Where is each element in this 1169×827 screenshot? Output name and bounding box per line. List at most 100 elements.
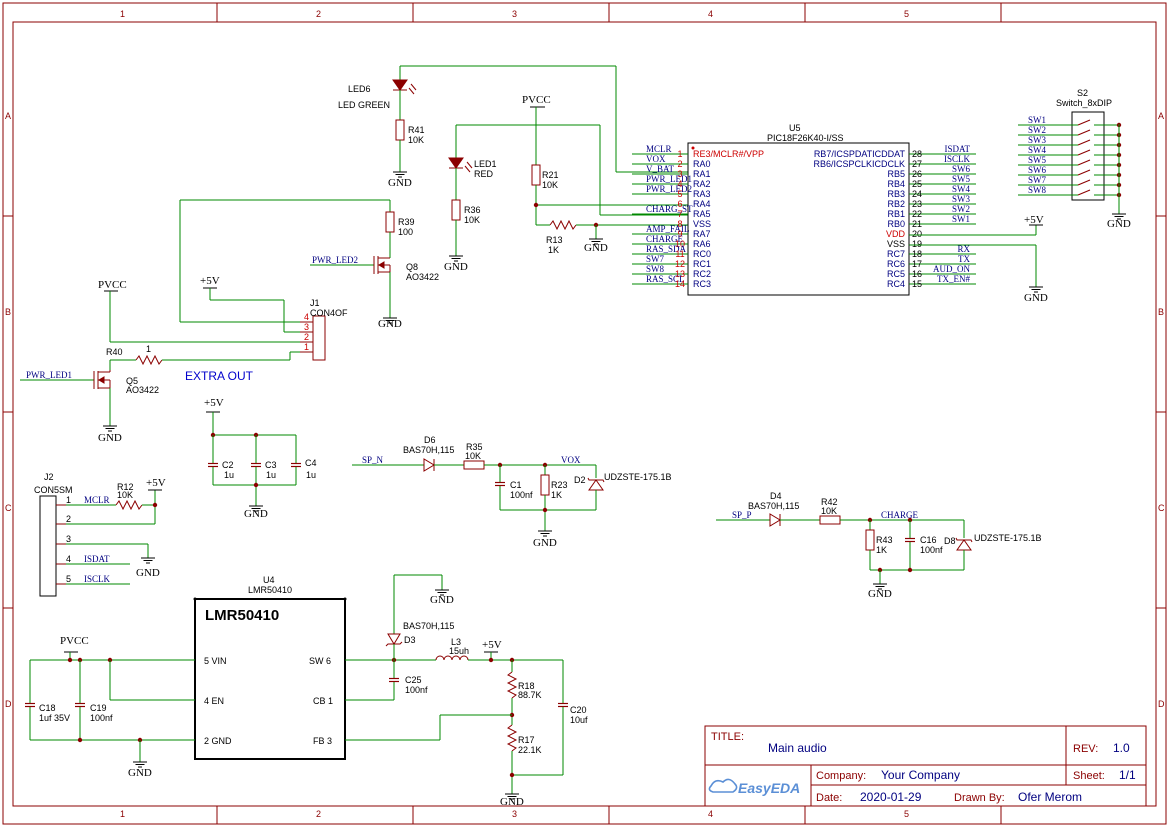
u5-right-net: SW3 — [952, 194, 971, 204]
q5-group[interactable]: PVCC R40 1 Q5 AO3422 PWR_LED1 EXTRA OUT … — [20, 279, 300, 444]
u5-right-pin-name: RB3 — [887, 189, 905, 199]
company-value: Your Company — [881, 768, 960, 782]
rev-label: REV: — [1073, 743, 1098, 755]
r40-ref: R40 — [106, 347, 123, 357]
decoupling-caps-c2-c4[interactable]: +5V C2 1u C3 1u C4 1u GND — [204, 397, 317, 520]
gnd-label-caps: GND — [244, 508, 268, 520]
pvcc-label-q5: PVCC — [98, 279, 127, 291]
r39-value: 100 — [398, 227, 413, 237]
u5-left-pin-num: 10 — [675, 239, 685, 249]
r23-value: 1K — [551, 490, 562, 500]
s2-dip-switch[interactable]: S2 Switch_8xDIP SW1SW2SW3SW4SW5SW6SW7SW8… — [1018, 88, 1131, 230]
u5-left-net: AMP_FAIL — [646, 224, 689, 234]
u5-left-pin-name: RC0 — [693, 249, 711, 259]
s2-net-label: SW8 — [1028, 185, 1047, 195]
u4-pin-gnd: 2 GND — [204, 736, 232, 746]
zone-col-2: 2 — [316, 9, 321, 19]
d2-ref: D2 — [574, 475, 586, 485]
zone-row-a-right: A — [1158, 111, 1164, 121]
net-charge: CHARGE — [881, 510, 919, 520]
r21-value: 10K — [542, 180, 558, 190]
u5-left-pin-num: 11 — [675, 249, 684, 259]
c19-value: 100nf — [90, 713, 113, 723]
s2-net-label: SW2 — [1028, 125, 1046, 135]
u5-left-pin-name: RC3 — [693, 279, 711, 289]
d6-ref: D6 — [424, 435, 436, 445]
title-value: Main audio — [768, 741, 827, 755]
j1-value: CON4OF — [310, 308, 348, 318]
c1-ref: C1 — [510, 480, 522, 490]
gnd-label-u4: GND — [128, 767, 152, 779]
c4-value: 1u — [306, 470, 316, 480]
r12-ref: R12 — [117, 482, 134, 492]
u5-right-net: AUD_ON — [933, 264, 970, 274]
u5-right-pin-num: 20 — [912, 229, 922, 239]
u4-ref: U4 — [263, 575, 275, 585]
r21-ref: R21 — [542, 170, 559, 180]
q8-group[interactable]: R39 100 Q8 AO3422 PWR_LED2 GND — [179, 199, 439, 330]
u4-buck-regulator[interactable]: U4 LMR50410 LMR50410 5 VIN 4 EN 2 GND SW… — [193, 575, 347, 760]
gnd-label-sp-n: GND — [533, 537, 557, 549]
c20-value: 10uf — [570, 715, 588, 725]
r17-ref: R17 — [518, 735, 535, 745]
r21-r13-group[interactable]: PVCC R21 10K R13 1K GND — [522, 94, 688, 255]
sp-p-detector[interactable]: SP_P D4 BAS70H,115 R42 10K CHARGE R43 1K… — [716, 491, 1042, 600]
d4-ref: D4 — [770, 491, 782, 501]
c3-value: 1u — [266, 470, 276, 480]
c25-ref: C25 — [405, 675, 422, 685]
j1-connector[interactable]: 4 3 2 1 J1 CON4OF — [300, 298, 348, 361]
zone-col-2-bottom: 2 — [316, 809, 321, 819]
s2-net-label: SW7 — [1028, 175, 1047, 185]
gnd-label-r13: GND — [584, 242, 608, 254]
r43-value: 1K — [876, 545, 887, 555]
u5-right-pin-name: VSS — [887, 239, 905, 249]
u5-right-pin-num: 16 — [912, 269, 922, 279]
title-label: TITLE: — [711, 731, 744, 743]
led1-group[interactable]: LED1 RED R36 10K GND — [444, 124, 688, 273]
u5-right-net: ISCLK — [944, 154, 971, 164]
zone-row-d-right: D — [1158, 699, 1165, 709]
u4-value: LMR50410 — [248, 585, 292, 595]
zone-col-3: 3 — [512, 9, 517, 19]
u5-left-pin-name: RA2 — [693, 179, 711, 189]
r23-ref: R23 — [551, 480, 568, 490]
u5-right-pin-name: RC7 — [887, 249, 905, 259]
u5-left-pin-num: 9 — [677, 229, 682, 239]
zone-row-d: D — [5, 699, 12, 709]
easyeda-logo-text: EasyEDA — [738, 780, 800, 796]
j2-value: CON5SM — [34, 485, 73, 495]
u5-right-pin-name: RB4 — [887, 179, 905, 189]
u5-left-net: CHARGE — [646, 234, 684, 244]
u5-left-pin-num: 6 — [677, 199, 682, 209]
u5-right-net: ISDAT — [944, 144, 970, 154]
u5-right-pin-name: RC5 — [887, 269, 905, 279]
u5-right-pin-num: 23 — [912, 199, 922, 209]
j1-pin-4: 4 — [304, 312, 309, 322]
s2-ref: S2 — [1077, 88, 1088, 98]
u4-pin-vin: 5 VIN — [204, 656, 227, 666]
sp-n-detector[interactable]: SP_N D6 BAS70H,115 R35 10K VOX C1 100nf … — [352, 435, 672, 549]
u4-input-network[interactable]: PVCC C18 1uf 35V C19 100nf GND — [24, 635, 195, 779]
led6-group[interactable]: LED6 LED GREEN R41 10K GND — [338, 65, 688, 189]
r42-value: 10K — [821, 506, 837, 516]
net-sp-p: SP_P — [732, 510, 752, 520]
date-label: Date: — [816, 792, 842, 804]
zone-row-b-right: B — [1158, 307, 1164, 317]
r41-ref: R41 — [408, 125, 425, 135]
u5-right-pin-name: RB5 — [887, 169, 905, 179]
u5-left-pin-name: RA3 — [693, 189, 711, 199]
s2-net-label: SW4 — [1028, 145, 1047, 155]
q5-ref: Q5 — [126, 376, 138, 386]
u5-right-pin-num: 18 — [912, 249, 922, 259]
s2-value: Switch_8xDIP — [1056, 98, 1112, 108]
u4-big-label: LMR50410 — [205, 607, 279, 624]
u5-left-pin-num: 4 — [677, 179, 682, 189]
u5-right-pin-num: 22 — [912, 209, 922, 219]
u5-left-net: CHARG_ST — [646, 204, 693, 214]
u4-output-network[interactable]: GND D3 BAS70H,115 C25 100nf L3 15uh +5V … — [345, 574, 588, 808]
r36-ref: R36 — [464, 205, 481, 215]
c2-ref: C2 — [222, 460, 234, 470]
zone-col-3-bottom: 3 — [512, 809, 517, 819]
